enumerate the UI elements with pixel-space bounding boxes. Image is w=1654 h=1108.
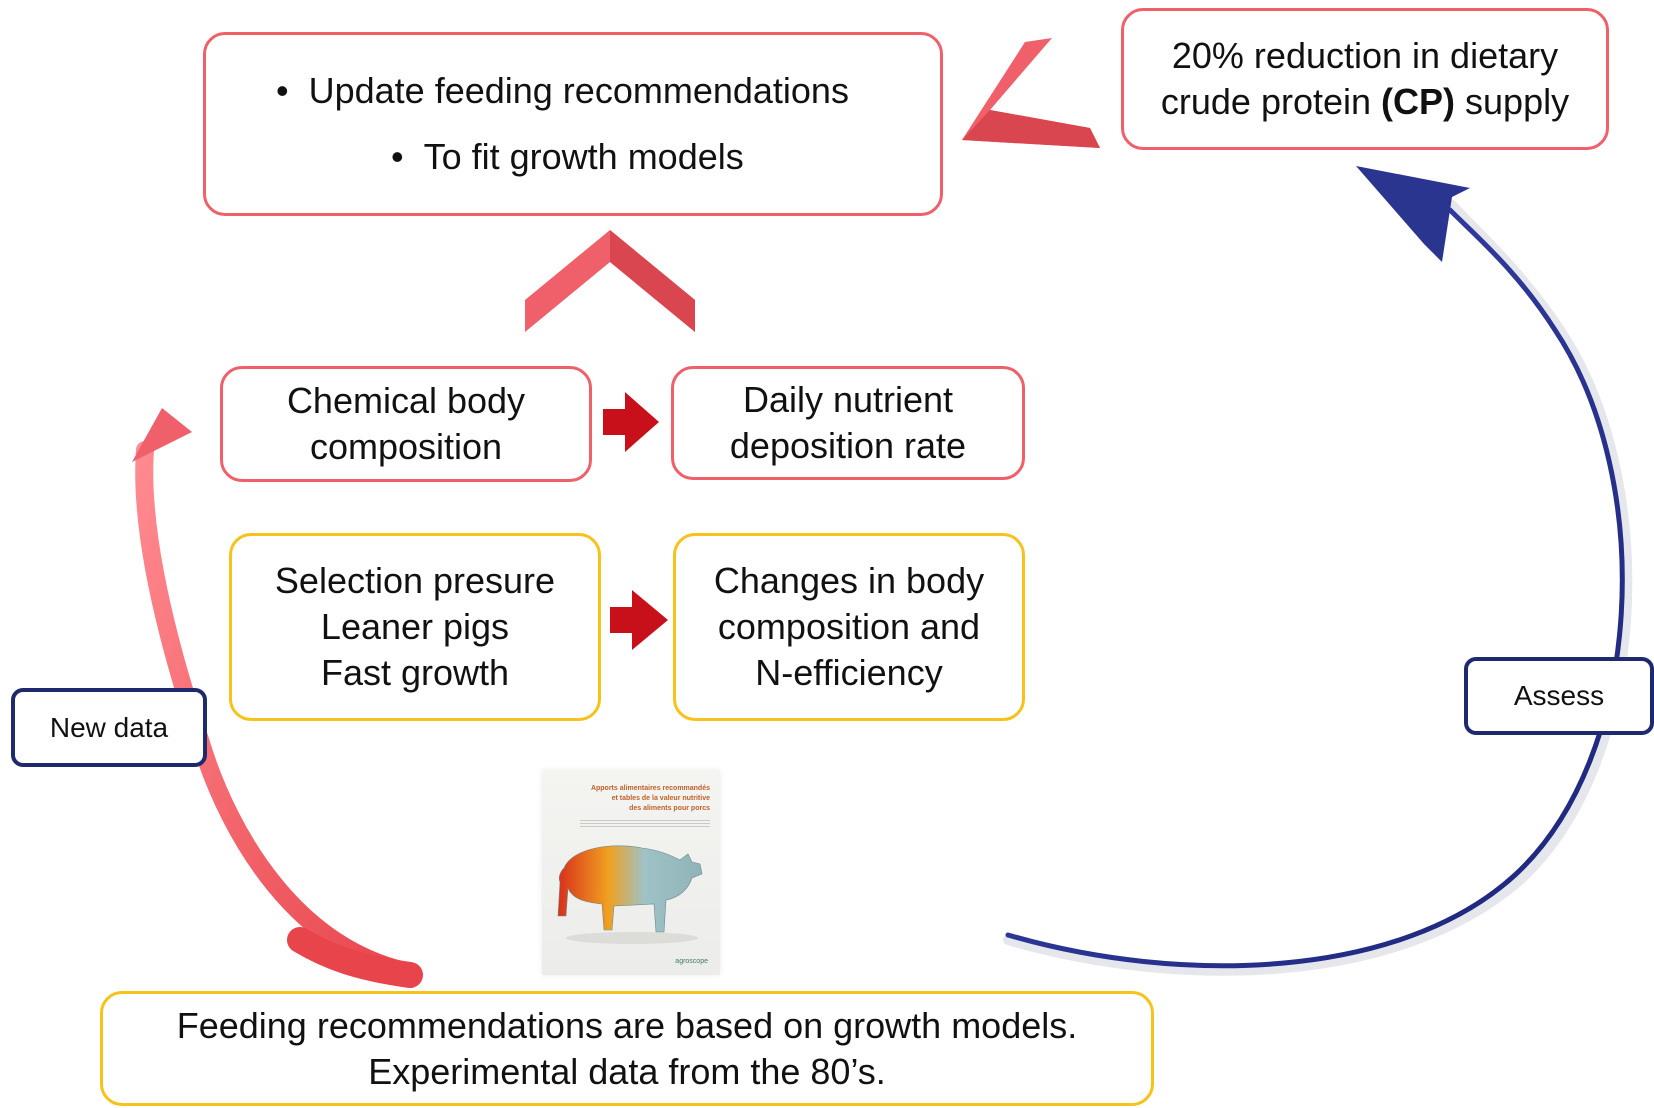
assess-cycle-arrow-shadow [1003, 200, 1633, 976]
cp-line-1: 20% reduction in dietary [1171, 35, 1559, 76]
chemical-composition-box: Chemical body composition [220, 366, 592, 482]
chevron-left-shade [962, 110, 1100, 148]
bullet-item: • To fit growth models [391, 134, 744, 180]
assess-text: Assess [1513, 680, 1605, 711]
update-recommendations-box: • Update feeding recommendations • To fit … [203, 32, 943, 216]
bullet-icon: • [276, 70, 289, 111]
poster-title-line-2: et tables de la valeur nutritive [611, 795, 710, 802]
new-data-label: New data [11, 688, 207, 767]
poster-title-line-3: des aliments pour porcs [629, 805, 710, 812]
poster-brand: agroscope [675, 958, 708, 965]
changes-line-2: composition and [717, 606, 981, 647]
selection-line-3: Fast growth [320, 652, 510, 693]
arrow-right-icon [610, 590, 668, 650]
cp-text: crude protein [1160, 81, 1382, 122]
deposition-rate-box: Daily nutrient deposition rate [671, 366, 1025, 480]
deposition-line-1: Daily nutrient [742, 379, 954, 420]
new-data-text: New data [49, 711, 169, 743]
poster-title-line-1: Apports alimentaires recommandés [590, 785, 710, 792]
pig-illustration [557, 845, 703, 944]
new-data-cycle-arrow-tail [287, 927, 423, 988]
selection-line-2: Leaner pigs [320, 606, 510, 647]
cp-text-supply: supply [1455, 81, 1570, 122]
body-changes-box: Changes in body composition and N-effici… [673, 533, 1025, 721]
deposition-line-2: deposition rate [729, 425, 967, 466]
chemical-line-1: Chemical body [286, 380, 526, 421]
bullet-text-update: Update feeding recommendations [308, 70, 849, 111]
bullet-text-fit: To fit growth models [423, 136, 744, 177]
changes-line-1: Changes in body [713, 560, 985, 601]
new-data-arrow-head-icon [132, 408, 192, 462]
arrow-right-icon [603, 392, 659, 452]
recommendations-book-cover-image: Apports alimentaires recommandés et tabl… [542, 770, 720, 975]
chevron-up-shade [610, 230, 695, 332]
cp-reduction-box: 20% reduction in dietary crude protein (… [1121, 8, 1609, 150]
bullet-icon: • [391, 136, 404, 177]
growth-models-box: Feeding recommendations are based on gro… [100, 991, 1154, 1106]
bullet-item: • Update feeding recommendations [276, 68, 849, 114]
poster-subtitle-lines [580, 820, 710, 828]
assess-arrow-head-icon [1356, 166, 1470, 262]
selection-line-1: Selection presure [274, 560, 556, 601]
cp-line-2: crude protein (CP) supply [1161, 79, 1569, 125]
cp-abbrev: (CP) [1381, 81, 1456, 122]
selection-pressure-box: Selection presure Leaner pigs Fast growt… [229, 533, 601, 721]
assess-cycle-arrow [1005, 207, 1625, 969]
assess-label: Assess [1464, 657, 1654, 735]
bottom-line-2: Experimental data from the 80’s. [368, 1050, 886, 1092]
chemical-line-2: composition [309, 426, 503, 467]
changes-line-3: N-efficiency [755, 652, 943, 693]
bottom-line-1: Feeding recommendations are based on gro… [176, 1004, 1078, 1046]
